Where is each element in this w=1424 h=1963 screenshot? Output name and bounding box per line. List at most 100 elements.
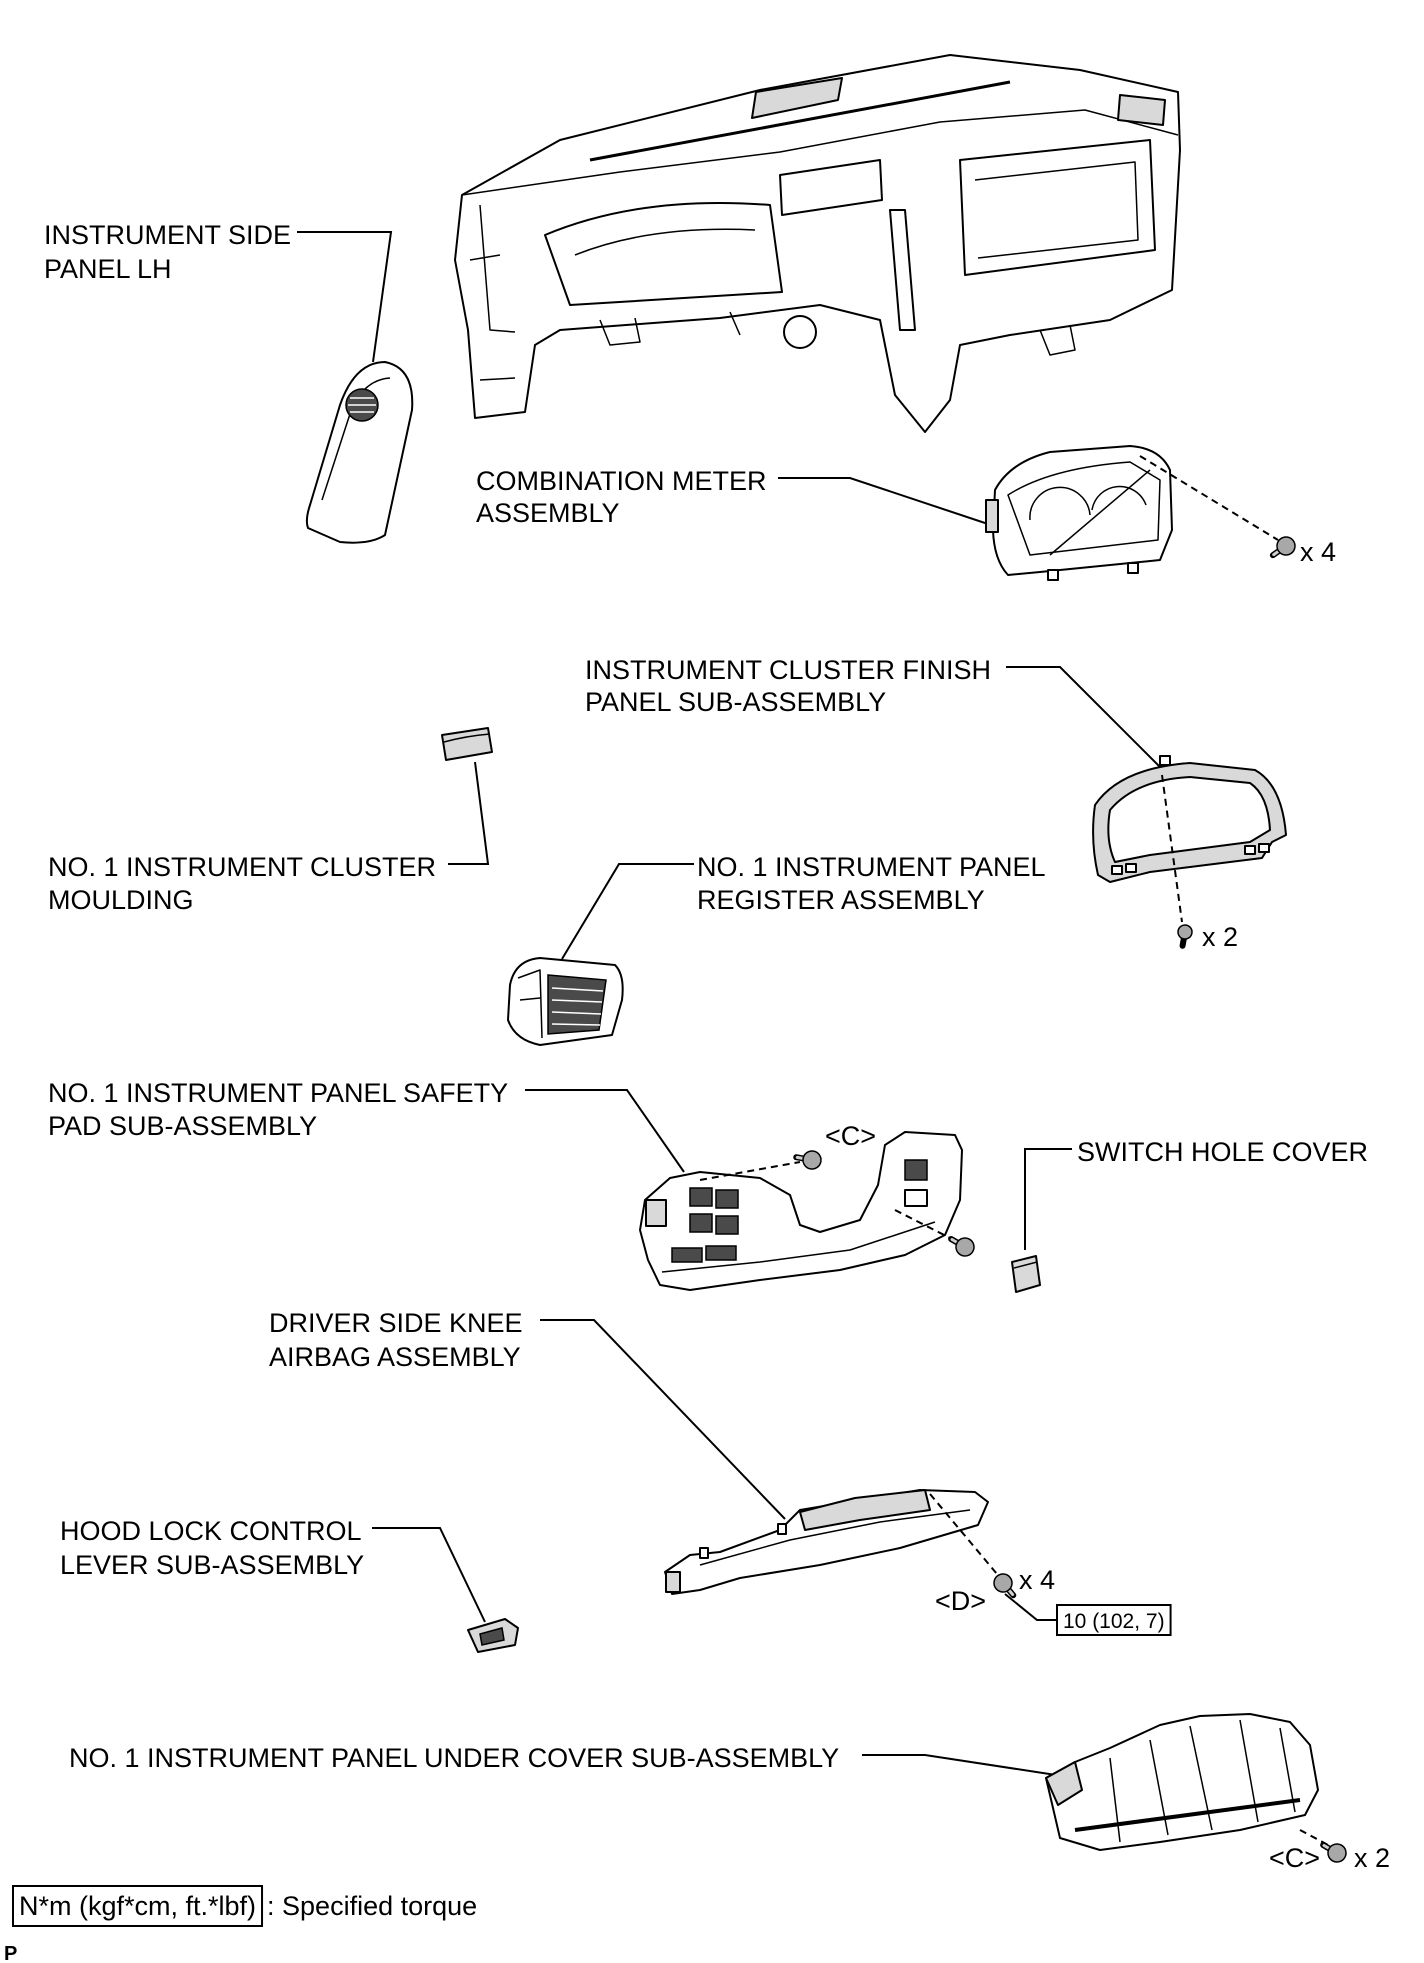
center-stack-opening — [889, 209, 916, 331]
meter-label-line2: ASSEMBLY — [476, 498, 620, 528]
finish-panel-vent-1 — [1111, 865, 1123, 875]
finish-panel-leader — [1006, 666, 1163, 770]
safety-pad-screw1-dashed-line — [699, 1161, 801, 1181]
meter-housing — [992, 445, 1173, 576]
hood-lock-label-line1: HOOD LOCK CONTROL — [60, 1516, 362, 1546]
moulding-edge — [443, 733, 491, 743]
under-cover-leader — [862, 1754, 1070, 1778]
meter-screw-qty: x 4 — [1300, 537, 1336, 567]
hood-lock-lever-grip — [479, 1627, 505, 1646]
hood-lock-lever-drawing — [467, 1618, 519, 1653]
safety-pad-left-bracket — [645, 1199, 667, 1227]
finish-panel-opening — [1107, 776, 1271, 863]
left-bracket-lines — [469, 204, 516, 381]
knee-airbag-screw-dashed-line — [929, 1493, 998, 1575]
safety-pad-screw1-icon — [793, 1150, 822, 1170]
knee-airbag-label-line1: DRIVER SIDE KNEE — [269, 1308, 523, 1338]
switch-hole-cover-label: SWITCH HOLE COVER — [1077, 1137, 1368, 1167]
legend-description: : Specified torque — [267, 1891, 477, 1921]
switch-hole-cover-body — [1011, 1255, 1041, 1293]
finish-panel-screw-dashed-line — [1161, 774, 1183, 923]
center-top-speaker — [751, 77, 843, 119]
lower-bracket-lines — [599, 311, 1076, 356]
center-vent-opening — [779, 159, 883, 216]
safety-pad-screw2-icon — [948, 1236, 975, 1257]
right-side-vent — [1117, 94, 1166, 126]
torque-leader — [1004, 1593, 1057, 1621]
register-label-line2: REGISTER ASSEMBLY — [697, 885, 985, 915]
register-side-box — [517, 969, 543, 1039]
finish-panel-screw-qty: x 2 — [1202, 922, 1238, 952]
knee-airbag-left-bracket — [665, 1571, 681, 1593]
side-panel-body — [305, 361, 414, 544]
knee-airbag-screw-qty: x 4 — [1019, 1565, 1055, 1595]
knee-airbag-label-line2: AIRBAG ASSEMBLY — [269, 1342, 521, 1372]
knee-airbag-body — [664, 1489, 989, 1595]
finish-panel-label-line1: INSTRUMENT CLUSTER FINISH — [585, 655, 991, 685]
finish-panel-vent-2 — [1125, 863, 1137, 873]
instrument-panel-drawing — [454, 54, 1181, 433]
safety-pad-leader — [525, 1089, 685, 1173]
meter-tab-2 — [1127, 562, 1139, 574]
legend-unit-box — [12, 1885, 264, 1927]
finish-panel-vent-3 — [1244, 845, 1256, 855]
switch-6 — [705, 1245, 737, 1261]
moulding-body — [441, 727, 493, 761]
glovebox-opening — [959, 139, 1156, 276]
defroster-slot — [589, 80, 1011, 162]
knee-airbag-top-edge — [699, 1509, 971, 1566]
cluster-finish-panel-drawing — [1092, 755, 1287, 883]
under-cover-label: NO. 1 INSTRUMENT PANEL UNDER COVER SUB-A… — [69, 1743, 839, 1773]
finish-panel-top-tab — [1159, 755, 1171, 766]
meter-gauge-arcs — [1029, 485, 1147, 521]
hood-lock-label-line2: LEVER SUB-ASSEMBLY — [60, 1550, 364, 1580]
switch-hole-cover-drawing — [1011, 1255, 1041, 1293]
finish-panel-label-line2: PANEL SUB-ASSEMBLY — [585, 687, 886, 717]
meter-face — [1007, 461, 1161, 556]
moulding-label-line2: MOULDING — [48, 885, 194, 915]
figure-code: P — [4, 1943, 17, 1963]
hood-lock-leader — [372, 1527, 486, 1623]
switch-right-2 — [904, 1189, 928, 1207]
safety-pad-label-line1: NO. 1 INSTRUMENT PANEL SAFETY — [48, 1078, 508, 1108]
knee-airbag-tab-2 — [777, 1523, 787, 1535]
switch-1 — [689, 1187, 713, 1207]
cluster-moulding-drawing — [441, 727, 493, 761]
safety-pad-drawing — [639, 1131, 963, 1291]
moulding-label-line1: NO. 1 INSTRUMENT CLUSTER — [48, 852, 436, 882]
finish-panel-screw-icon — [1177, 924, 1193, 949]
switch-5 — [671, 1247, 703, 1263]
knee-airbag-drawing — [664, 1489, 989, 1595]
glovebox-inner-line — [974, 161, 1139, 259]
under-cover-body — [1045, 1713, 1319, 1851]
cluster-hood-line — [574, 228, 756, 256]
side-panel-vent-lines — [348, 397, 376, 413]
switch-hole-cover-leader — [1024, 1148, 1072, 1250]
meter-tab-1 — [1047, 569, 1059, 581]
meter-leader — [778, 477, 1001, 529]
meter-screw-dashed-line — [1139, 455, 1279, 541]
steering-column-hole — [783, 315, 817, 349]
register-label-line1: NO. 1 INSTRUMENT PANEL — [697, 852, 1046, 882]
under-cover-screw-icon — [1320, 1842, 1347, 1863]
moulding-leader — [448, 761, 490, 865]
meter-bracket-left — [985, 499, 999, 533]
side-panel-label-line2: PANEL LH — [44, 254, 172, 284]
under-cover-bottom-edge — [1074, 1798, 1301, 1832]
under-cover-drawing — [1045, 1713, 1319, 1851]
meter-label-line1: COMBINATION METER — [476, 466, 767, 496]
register-louvers — [551, 987, 604, 1026]
safety-pad-clip-code: <C> — [825, 1121, 876, 1151]
legend-unit: N*m (kgf*cm, ft.*lbf) — [19, 1891, 256, 1921]
knee-airbag-clip-code: <D> — [935, 1586, 986, 1616]
knee-airbag-module — [799, 1489, 931, 1531]
side-panel-leader — [297, 231, 393, 363]
switch-hole-cover-edge — [1013, 1261, 1038, 1269]
instrument-side-panel-lh-drawing — [305, 361, 414, 544]
safety-pad-lower-edge — [661, 1221, 936, 1273]
under-cover-clip-code: <C> — [1269, 1843, 1320, 1873]
cluster-opening — [544, 202, 783, 306]
torque-legend: N*m (kgf*cm, ft.*lbf) : Specified torque — [12, 1885, 477, 1927]
torque-value: 10 (102, 7) — [1063, 1610, 1165, 1633]
